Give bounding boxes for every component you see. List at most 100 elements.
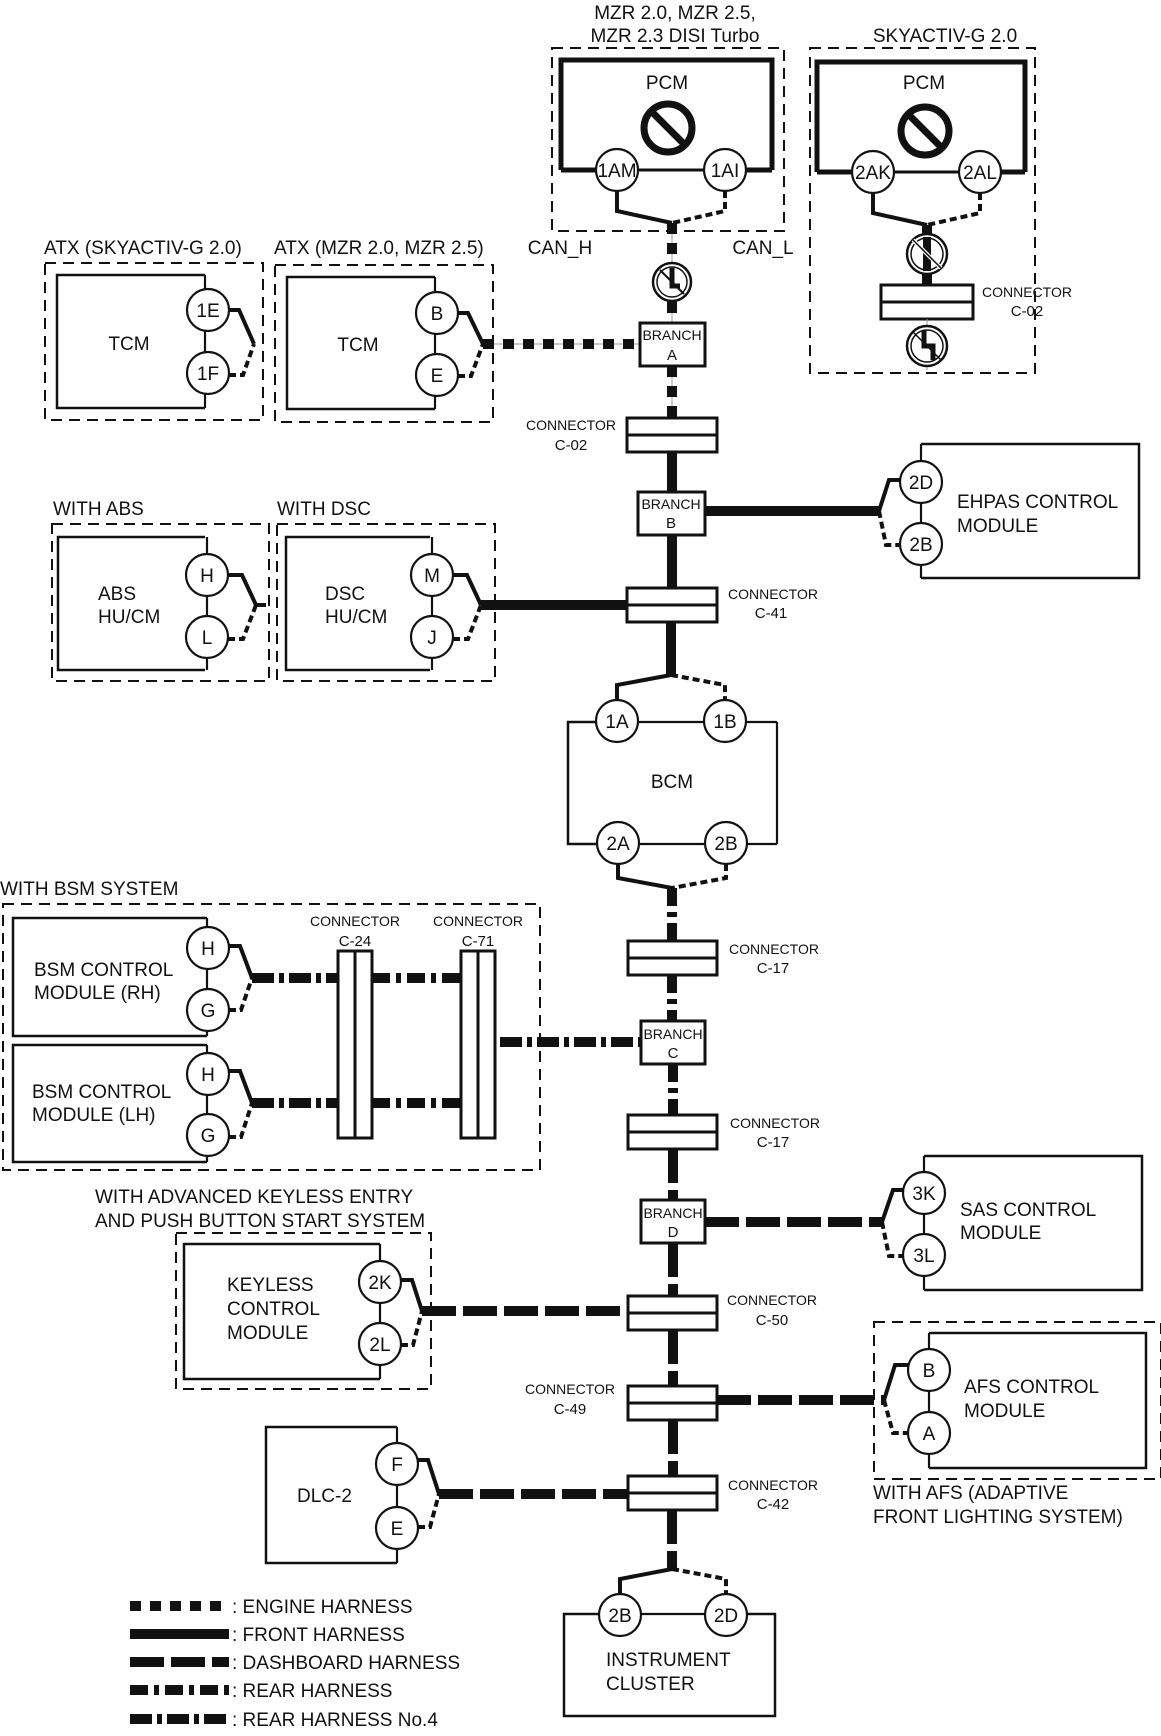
pin-f — [374, 1441, 420, 1487]
group-label: ATX (MZR 2.0, MZR 2.5) — [274, 238, 484, 259]
pin-label: 3L — [913, 1246, 934, 1267]
pin-label: B — [431, 304, 444, 325]
group-pcm-mzr: MZR 2.0, MZR 2.5, MZR 2.3 DISI Turbo PCM… — [551, 3, 785, 232]
pin-label: F — [391, 1455, 403, 1476]
module-name: MODULE — [960, 1223, 1041, 1244]
connector-word: CONNECTOR — [433, 913, 523, 929]
module-name: BCM — [651, 772, 693, 793]
connector-word: CONNECTOR — [526, 417, 616, 433]
can-h-wire — [228, 573, 266, 607]
connector-word: CONNECTOR — [728, 586, 818, 602]
module-name: MODULE — [964, 1401, 1045, 1422]
pin-2d — [703, 1592, 749, 1638]
pin-label: H — [201, 1065, 215, 1086]
module-name: MODULE (RH) — [34, 983, 161, 1004]
group-label: WITH AFS (ADAPTIVE — [873, 1483, 1068, 1504]
group-frame — [809, 47, 1036, 374]
module-name: HU/CM — [325, 607, 387, 628]
branch-b: BRANCH B — [636, 490, 707, 537]
group-label: MZR 2.3 DISI Turbo — [591, 26, 760, 47]
pin-label: 1E — [196, 301, 219, 322]
module-instrument-cluster: 2B 2D INSTRUMENT CLUSTER — [562, 1567, 777, 1718]
instrument-cluster-box — [562, 1612, 777, 1718]
tcm-box — [285, 275, 435, 411]
can-l-wire — [880, 1221, 903, 1258]
can-l-wire — [670, 673, 727, 700]
connector-c50 — [626, 1294, 719, 1332]
module-name: AFS CONTROL — [964, 1377, 1099, 1398]
group-label: AND PUSH BUTTON START SYSTEM — [95, 1211, 425, 1232]
pin-label: A — [923, 1424, 936, 1445]
group-label: MZR 2.0, MZR 2.5, — [594, 3, 756, 24]
connector-word: CONNECTOR — [727, 1292, 817, 1308]
group-atx-skyactiv: ATX (SKYACTIV-G 2.0) TCM 1E 1F — [44, 238, 264, 421]
module-name: ABS — [98, 584, 136, 605]
pin-label: E — [391, 1519, 404, 1540]
connector-id: C-50 — [756, 1312, 789, 1329]
connector-word: CONNECTOR — [730, 1115, 820, 1131]
legend-label: : REAR HARNESS — [232, 1681, 392, 1702]
connector-word: CONNECTOR — [982, 284, 1072, 300]
can-h-wire — [615, 673, 672, 700]
connector-c42 — [626, 1474, 719, 1512]
can-h-wire — [458, 311, 485, 345]
group-label: WITH ADVANCED KEYLESS ENTRY — [95, 1187, 413, 1208]
can-l-wire — [877, 510, 900, 547]
can-h-wire — [880, 1188, 903, 1223]
can-h-wire — [401, 1278, 424, 1312]
connector-c02-skyactiv — [879, 283, 975, 321]
connector-c17-lower — [626, 1113, 719, 1151]
prohibited-icon — [897, 103, 953, 159]
module-name: TCM — [108, 334, 149, 355]
group-label: SKYACTIV-G 2.0 — [873, 26, 1017, 47]
pin-3k — [901, 1170, 947, 1216]
pin-label: 1AM — [597, 161, 636, 182]
can-h-wire — [618, 1567, 673, 1594]
module-name: EHPAS CONTROL — [957, 492, 1118, 513]
can-h-wire — [418, 1458, 441, 1495]
branch-word: BRANCH — [643, 1026, 702, 1042]
branch-word: BRANCH — [643, 1205, 702, 1221]
can-l-wire — [882, 1399, 908, 1435]
pin-label: 1B — [713, 712, 736, 733]
can-l-wire — [418, 1493, 441, 1529]
module-name: SAS CONTROL — [960, 1200, 1096, 1221]
connector-word: CONNECTOR — [729, 941, 819, 957]
branch-d: BRANCH D — [639, 1198, 707, 1245]
branch-a: BRANCH A — [638, 321, 707, 368]
module-name: CONTROL — [227, 1299, 320, 1320]
pin-label: 2B — [608, 1606, 631, 1627]
pin-label: 2D — [909, 473, 933, 494]
pin-label: J — [427, 628, 437, 649]
can-l-wire — [458, 343, 485, 378]
group-atx-mzr: ATX (MZR 2.0, MZR 2.5) TCM B E — [274, 238, 494, 423]
pin-label: 2A — [606, 834, 630, 855]
can-h-wire — [616, 864, 673, 890]
can-l-wire — [401, 1310, 424, 1347]
legend-label: : ENGINE HARNESS — [232, 1597, 413, 1618]
group-dsc: WITH DSC M J DSC HU/CM — [276, 499, 496, 682]
branch-id: C — [668, 1045, 679, 1062]
connector-c24 — [336, 949, 374, 1140]
pin-label: M — [424, 566, 440, 587]
can-h-wire — [229, 1069, 254, 1104]
pin-label: E — [431, 366, 444, 387]
connector-id: C-17 — [757, 960, 790, 977]
can-l-wire — [228, 604, 258, 641]
module-name: MODULE (LH) — [32, 1105, 156, 1126]
group-label: WITH BSM SYSTEM — [0, 879, 178, 900]
can-h-wire — [615, 191, 673, 225]
can-h-label: CAN_H — [528, 238, 592, 259]
can-h-wire — [229, 944, 254, 979]
module-name: KEYLESS — [227, 1275, 314, 1296]
group-frame — [2, 903, 541, 1171]
group-abs: WITH ABS H L ABS HU/CM — [51, 499, 270, 682]
module-name: HU/CM — [98, 607, 160, 628]
connector-id: C-49 — [554, 1401, 587, 1418]
can-h-wire — [877, 478, 900, 512]
group-bsm: WITH BSM SYSTEM H G BSM CONTROL MODULE (… — [0, 879, 541, 1171]
group-label: WITH DSC — [277, 499, 371, 520]
group-label: FRONT LIGHTING SYSTEM) — [873, 1507, 1123, 1528]
connector-word: CONNECTOR — [525, 1381, 615, 1397]
can-l-label: CAN_L — [732, 238, 793, 259]
